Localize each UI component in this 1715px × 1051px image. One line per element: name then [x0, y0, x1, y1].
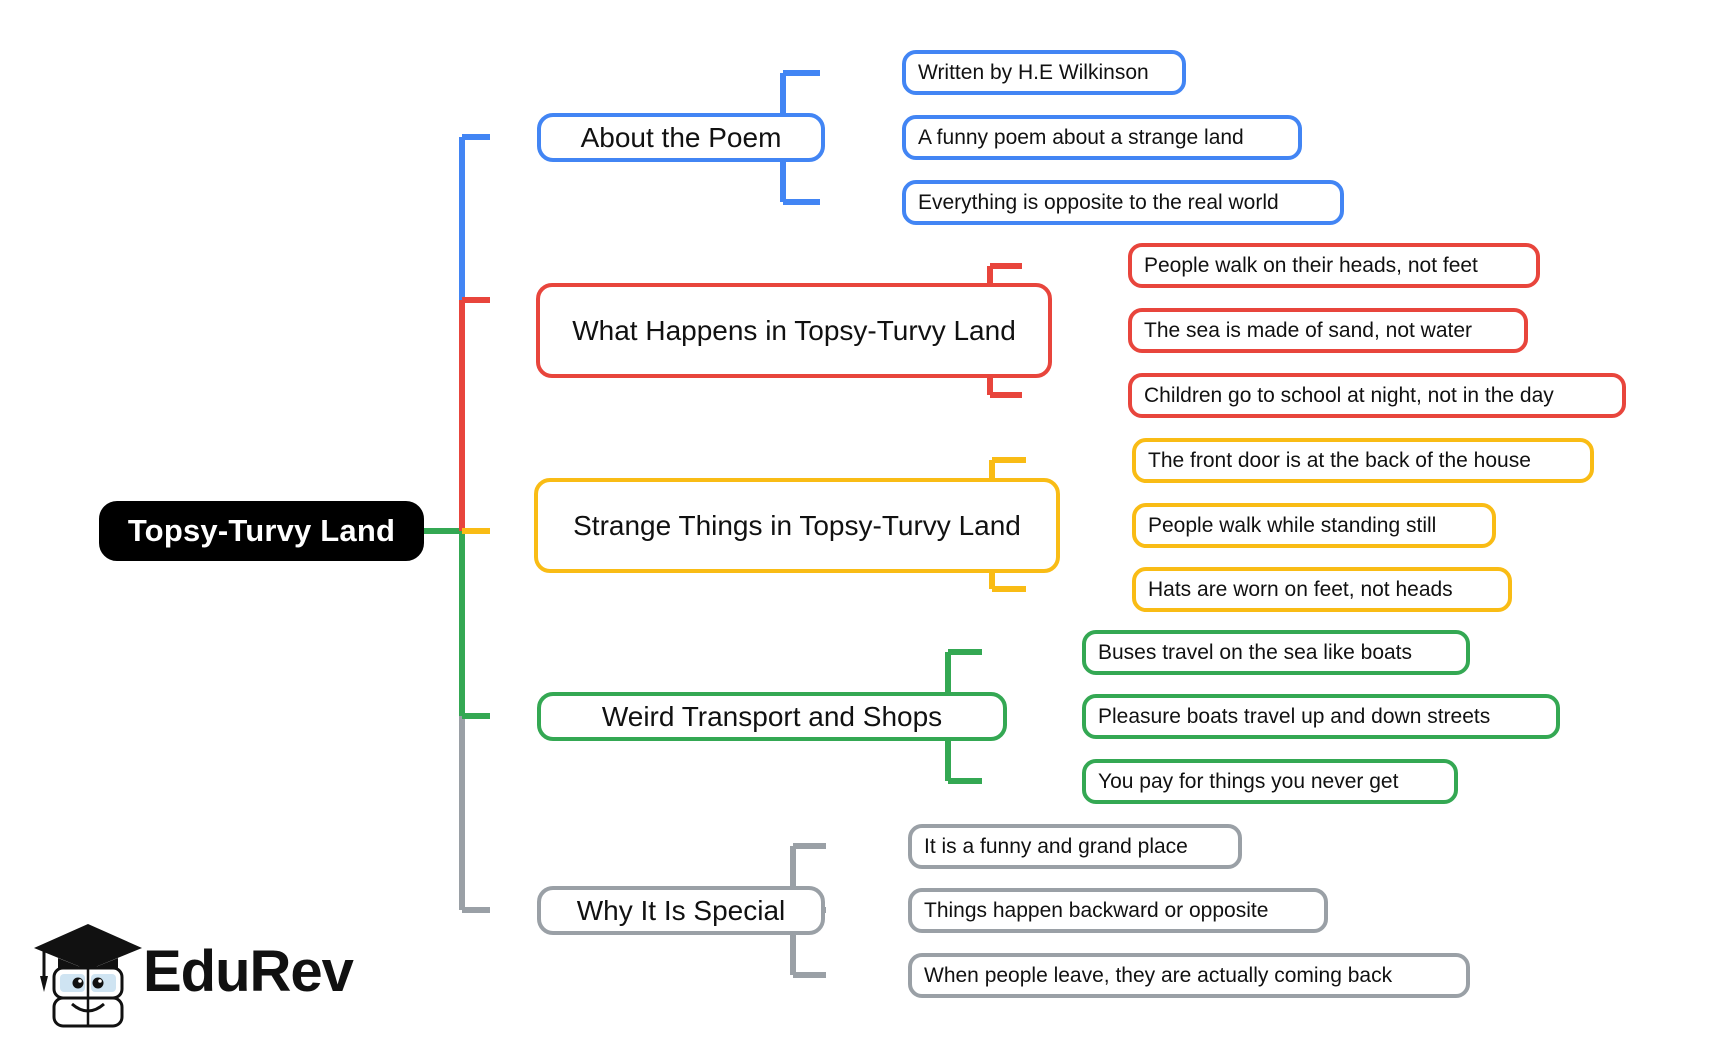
branch-node-label: About the Poem [580, 121, 782, 153]
branch-node-strange-things-in-topsy-turvy-land[interactable]: Strange Things in Topsy-Turvy Land [534, 478, 1060, 573]
leaf-node-label: Written by H.E Wilkinson [918, 60, 1149, 84]
edurev-wordmark: EduRev [143, 939, 354, 1004]
leaf-node[interactable]: People walk while standing still [1132, 503, 1496, 548]
leaf-node[interactable]: Buses travel on the sea like boats [1082, 630, 1470, 675]
leaf-node[interactable]: Pleasure boats travel up and down street… [1082, 694, 1560, 739]
leaf-node-label: People walk on their heads, not feet [1144, 253, 1478, 277]
leaf-node[interactable]: Written by H.E Wilkinson [902, 50, 1186, 95]
branch-node-label: Weird Transport and Shops [601, 700, 943, 732]
branch-node-what-happens-in-topsy-turvy-land[interactable]: What Happens in Topsy-Turvy Land [536, 283, 1052, 378]
leaf-node[interactable]: People walk on their heads, not feet [1128, 243, 1540, 288]
root-node-label: Topsy-Turvy Land [127, 513, 396, 548]
leaf-node-label: Everything is opposite to the real world [918, 190, 1279, 214]
leaf-node[interactable]: A funny poem about a strange land [902, 115, 1302, 160]
branch-node-label: Why It Is Special [576, 894, 786, 926]
leaf-node-label: Buses travel on the sea like boats [1098, 640, 1413, 664]
leaf-node-label: People walk while standing still [1148, 513, 1437, 537]
leaf-node-label: You pay for things you never get [1098, 769, 1399, 793]
leaf-node[interactable]: Children go to school at night, not in t… [1128, 373, 1626, 418]
leaf-node[interactable]: Everything is opposite to the real world [902, 180, 1344, 225]
leaf-node[interactable]: Things happen backward or opposite [908, 888, 1328, 933]
leaf-node[interactable]: You pay for things you never get [1082, 759, 1458, 804]
edurev-logo: EduRev [28, 918, 354, 1028]
leaf-node[interactable]: The front door is at the back of the hou… [1132, 438, 1594, 483]
branch-node-label: What Happens in Topsy-Turvy Land [572, 314, 1016, 346]
leaf-node-label: Hats are worn on feet, not heads [1148, 577, 1453, 601]
leaf-node-label: The front door is at the back of the hou… [1148, 448, 1531, 472]
leaf-node-label: When people leave, they are actually com… [924, 963, 1393, 987]
edurev-mascot-icon [34, 924, 142, 1028]
branch-node-about-the-poem[interactable]: About the Poem [537, 113, 825, 162]
leaf-node-label: Things happen backward or opposite [924, 898, 1269, 922]
leaf-node-label: Children go to school at night, not in t… [1144, 383, 1554, 407]
leaf-node-label: A funny poem about a strange land [918, 125, 1244, 149]
leaf-node-label: The sea is made of sand, not water [1144, 318, 1473, 342]
leaf-node[interactable]: It is a funny and grand place [908, 824, 1242, 869]
leaf-node[interactable]: The sea is made of sand, not water [1128, 308, 1528, 353]
root-node[interactable]: Topsy-Turvy Land [99, 501, 424, 561]
branch-node-weird-transport-and-shops[interactable]: Weird Transport and Shops [537, 692, 1007, 741]
leaf-node[interactable]: When people leave, they are actually com… [908, 953, 1470, 998]
leaf-node-label: It is a funny and grand place [924, 834, 1188, 858]
leaf-node[interactable]: Hats are worn on feet, not heads [1132, 567, 1512, 612]
branch-node-why-it-is-special[interactable]: Why It Is Special [537, 886, 825, 935]
branch-node-label: Strange Things in Topsy-Turvy Land [573, 509, 1021, 541]
leaf-node-label: Pleasure boats travel up and down street… [1098, 704, 1491, 728]
